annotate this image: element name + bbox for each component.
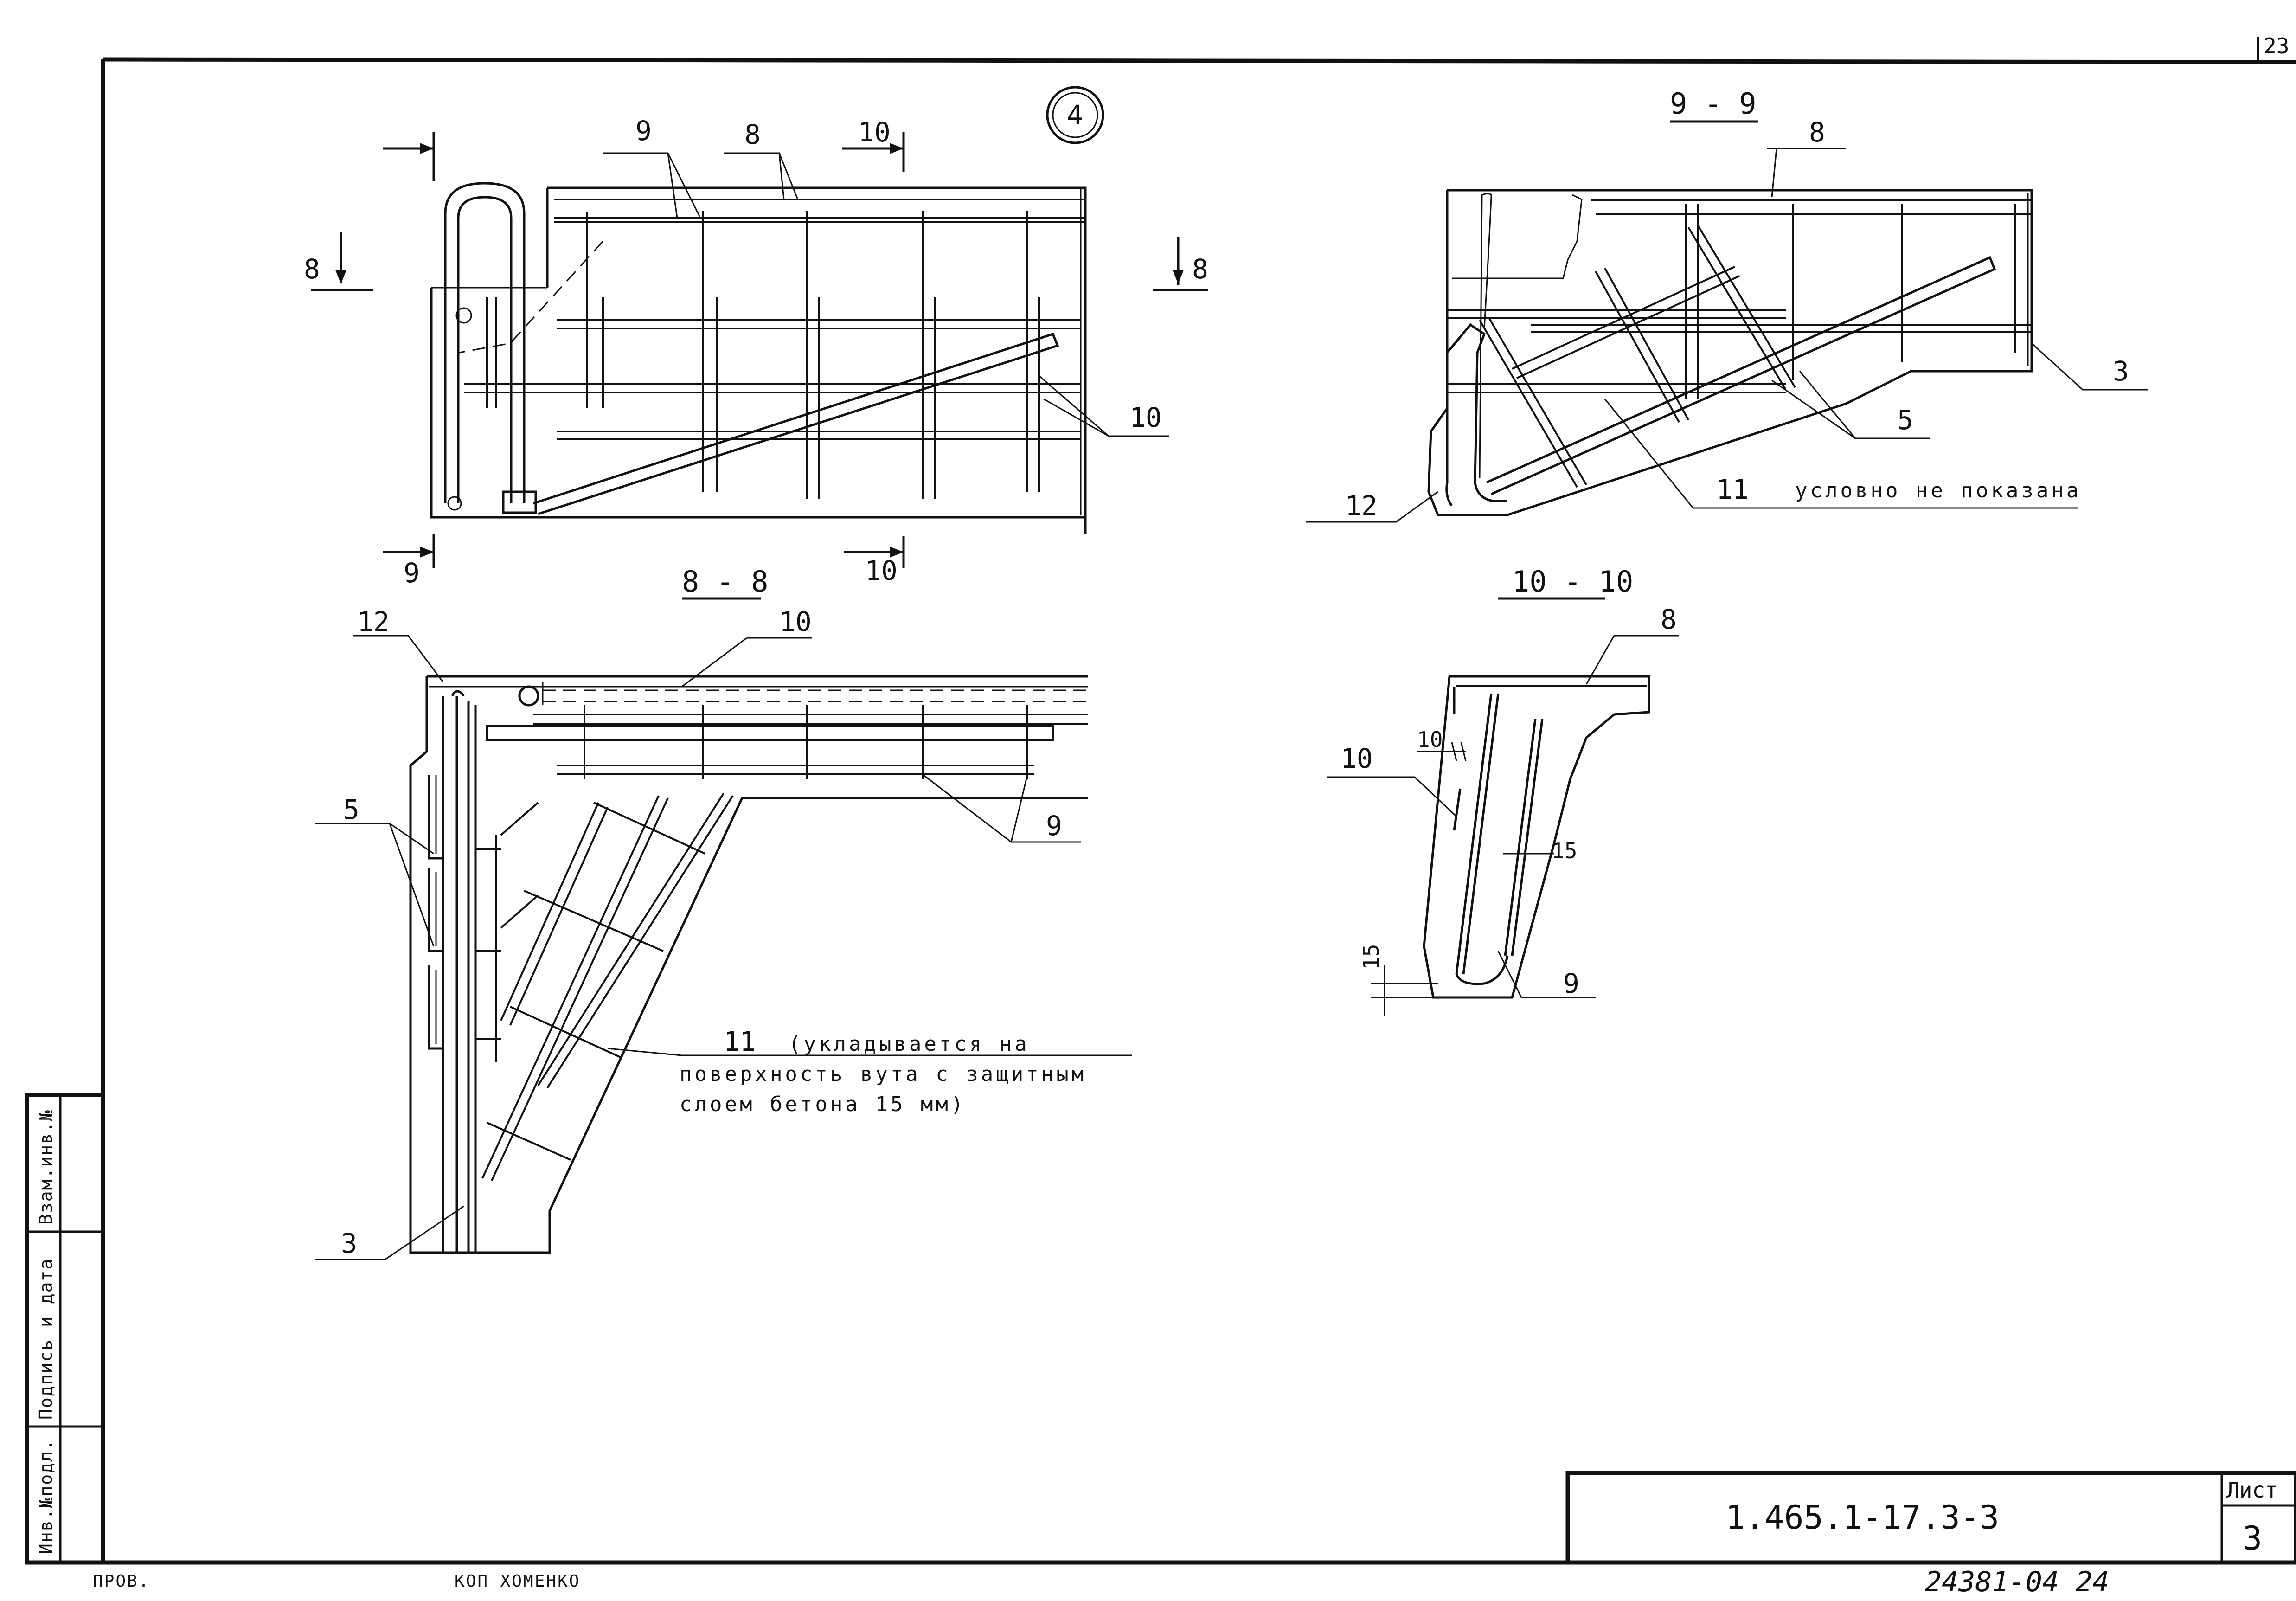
- tl-label-9-bottom: 9: [404, 557, 420, 589]
- tl-label-8: 8: [744, 119, 761, 150]
- stamp-zam-inv: Взам.инв.№: [36, 1109, 56, 1225]
- sheet-number: 3: [2243, 1519, 2262, 1557]
- s99-label-8: 8: [1809, 116, 1825, 148]
- s1010-label-8: 8: [1661, 604, 1677, 635]
- s1010-label-10: 10: [1340, 743, 1373, 774]
- s88-note-line2: поверхность вута с защитным: [680, 1062, 1086, 1086]
- s1010-dim-15: 15: [1552, 838, 1577, 863]
- s99-note: условно не показана: [1795, 479, 2081, 502]
- s1010-label-9: 9: [1563, 968, 1579, 999]
- s99-label-11: 11: [1716, 474, 1749, 505]
- s88-note-line1: (укладывается на: [789, 1032, 1030, 1056]
- tl-label-8-left: 8: [304, 253, 320, 285]
- s88-label-12: 12: [357, 606, 390, 637]
- s1010-dim-10: 10: [1417, 727, 1443, 752]
- tl-label-10-bottom: 10: [865, 555, 898, 586]
- title-block: [1565, 1471, 2296, 1565]
- top-left-view: [430, 182, 1087, 534]
- s99-label-5: 5: [1897, 404, 1913, 436]
- section-10-10-title: 10 - 10: [1512, 565, 1633, 598]
- circle-label: 4: [1067, 99, 1083, 131]
- side-stamp: Инв.№подл. Подпись и дата Взам.инв.№: [25, 1093, 105, 1565]
- section-marks-top-left: [311, 132, 1208, 568]
- footer-middle: КОП ХОМЕНКО: [455, 1572, 580, 1591]
- section-8-8-title: 8 - 8: [682, 565, 769, 598]
- footer-right: 24381-04 24: [1925, 1566, 2109, 1598]
- section-10-10: [1327, 635, 1679, 1016]
- s88-label-9: 9: [1046, 810, 1062, 842]
- document-code: 1.465.1-17.3-3: [1725, 1498, 1999, 1537]
- s88-label-3: 3: [341, 1228, 357, 1259]
- tl-label-10-right: 10: [1129, 402, 1162, 433]
- s88-label-10: 10: [779, 606, 812, 637]
- corner-mark: 23: [2264, 33, 2289, 58]
- s88-label-5: 5: [343, 794, 359, 825]
- section-8-8: [315, 635, 1132, 1260]
- s88-note-line3: слоем бетона 15 мм): [680, 1093, 966, 1116]
- s88-label-11: 11: [724, 1026, 756, 1057]
- tl-label-8-right: 8: [1192, 253, 1208, 285]
- detail-circle-marker: [1046, 86, 1104, 144]
- section-9-9: [1306, 148, 2148, 523]
- tl-label-9: 9: [635, 115, 652, 147]
- footer-left: ПРОВ.: [93, 1572, 150, 1591]
- s1010-dim-15-bottom: 15: [1359, 944, 1384, 970]
- sheet-label: Лист: [2226, 1478, 2278, 1503]
- s99-label-3: 3: [2113, 355, 2129, 387]
- stamp-inv-podl: Инв.№подл.: [36, 1439, 56, 1554]
- stamp-podpis-data: Подпись и дата: [36, 1258, 56, 1420]
- tl-label-10-top: 10: [858, 116, 891, 148]
- section-9-9-title: 9 - 9: [1670, 87, 1757, 121]
- s99-label-12: 12: [1345, 490, 1378, 521]
